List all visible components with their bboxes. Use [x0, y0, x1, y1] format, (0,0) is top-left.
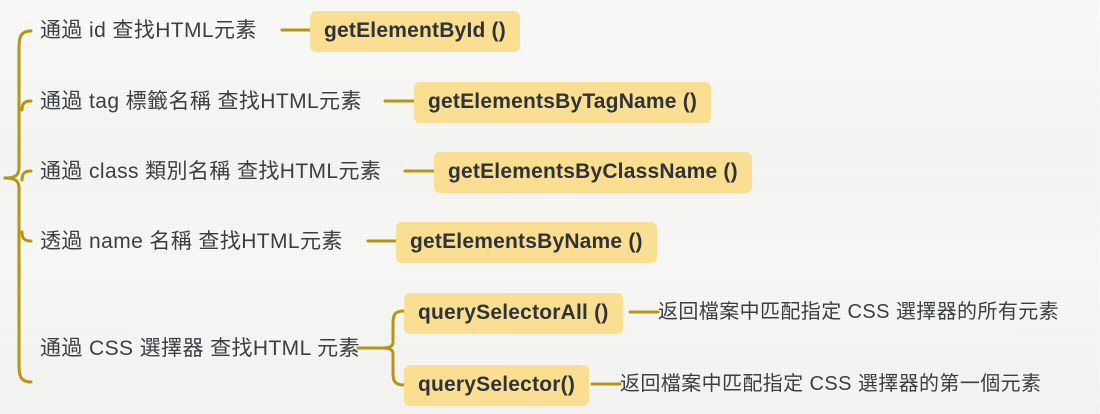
method-chip-label: getElementById ()	[310, 11, 520, 52]
sub-description-query-selector-all: 返回檔案中匹配指定 CSS 選擇器的所有元素	[658, 301, 1060, 323]
sub-method-query-selector-all[interactable]: querySelectorAll ()	[404, 293, 623, 334]
sub-method-query-selector[interactable]: querySelector()	[404, 365, 590, 406]
branch-topic-by-css-selector[interactable]: 通過 CSS 選擇器 查找HTML 元素	[40, 337, 360, 360]
branch-topic-by-tag-name[interactable]: 通過 tag 標籤名稱 查找HTML元素	[40, 90, 362, 113]
method-chip-label: getElementsByTagName ()	[414, 82, 712, 123]
branch-topic-by-name[interactable]: 透過 name 名稱 查找HTML元素	[40, 230, 343, 253]
method-chip-label: getElementsByName ()	[396, 222, 657, 263]
method-chip-label: querySelectorAll ()	[404, 293, 623, 334]
main-brace	[3, 29, 33, 384]
branch-method-by-id[interactable]: getElementById ()	[310, 11, 520, 52]
branch-method-by-class-name[interactable]: getElementsByClassName ()	[434, 152, 752, 193]
branch-method-by-tag-name[interactable]: getElementsByTagName ()	[414, 82, 712, 123]
branch-method-by-name[interactable]: getElementsByName ()	[396, 222, 657, 263]
sub-description-query-selector: 返回檔案中匹配指定 CSS 選擇器的第一個元素	[620, 373, 1042, 395]
branch-topic-by-class-name[interactable]: 通過 class 類別名稱 查找HTML元素	[40, 160, 382, 183]
branch-topic-by-id[interactable]: 通過 id 查找HTML元素	[40, 19, 257, 42]
method-chip-label: getElementsByClassName ()	[434, 152, 752, 193]
tick-by-class-name	[20, 169, 33, 182]
method-chip-label: querySelector()	[404, 365, 590, 406]
tick-by-tag-name	[20, 99, 33, 112]
branch-ticks	[20, 99, 33, 243]
css-sub-brace	[356, 309, 406, 387]
tick-by-name	[20, 230, 33, 243]
